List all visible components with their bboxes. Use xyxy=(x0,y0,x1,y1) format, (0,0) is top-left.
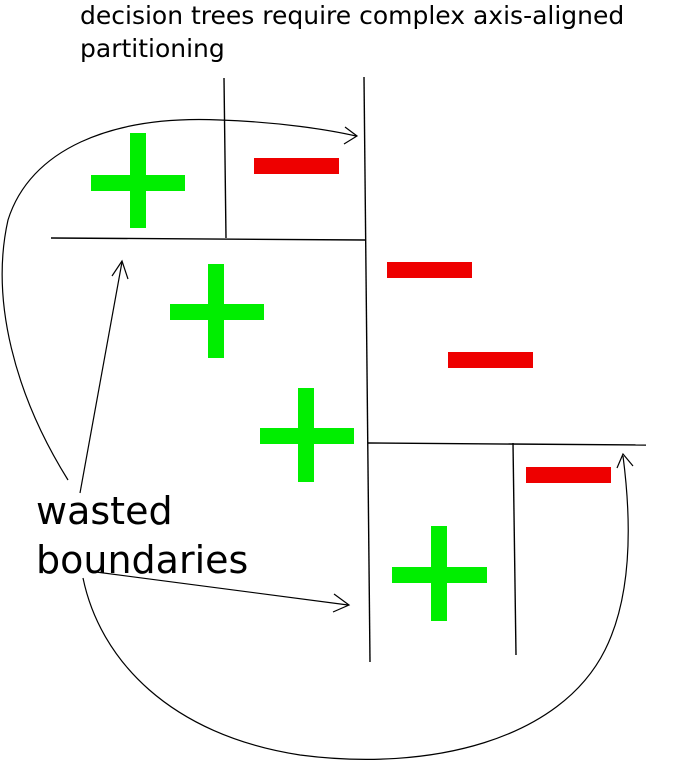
arrow-main-boundary xyxy=(95,571,349,606)
minus-symbol xyxy=(254,158,339,174)
annotation-arrows xyxy=(1,118,634,760)
plus-symbol xyxy=(91,133,185,228)
arrow-head-main-boundary xyxy=(332,593,351,613)
plus-symbols xyxy=(91,133,487,621)
arrow-head-left-boundary xyxy=(111,259,129,280)
partition-lines xyxy=(50,76,647,663)
arrow-head-bottom xyxy=(616,452,634,469)
arrow-head-top xyxy=(343,126,359,145)
annotation-line-2: boundaries xyxy=(36,538,249,582)
left-horizontal-boundary xyxy=(50,237,367,241)
plus-symbol xyxy=(260,388,354,482)
main-vertical-boundary xyxy=(363,76,371,663)
bottom-right-vertical-boundary xyxy=(512,442,517,656)
arrow-left-boundary xyxy=(79,261,123,494)
top-left-vertical-boundary xyxy=(223,77,227,239)
minus-symbol xyxy=(526,467,611,483)
right-horizontal-boundary xyxy=(367,442,647,446)
minus-symbols xyxy=(254,158,611,483)
minus-symbol xyxy=(448,352,533,368)
title-line-1: decision trees require complex axis-alig… xyxy=(80,1,625,30)
plus-symbol xyxy=(392,526,487,621)
loop-arrow-bottom xyxy=(82,455,629,760)
annotation-line-1: wasted xyxy=(36,489,173,533)
loop-arrow-top xyxy=(1,118,357,481)
title-line-2: partitioning xyxy=(80,34,225,63)
minus-symbol xyxy=(387,262,472,278)
plus-symbol xyxy=(170,264,264,358)
